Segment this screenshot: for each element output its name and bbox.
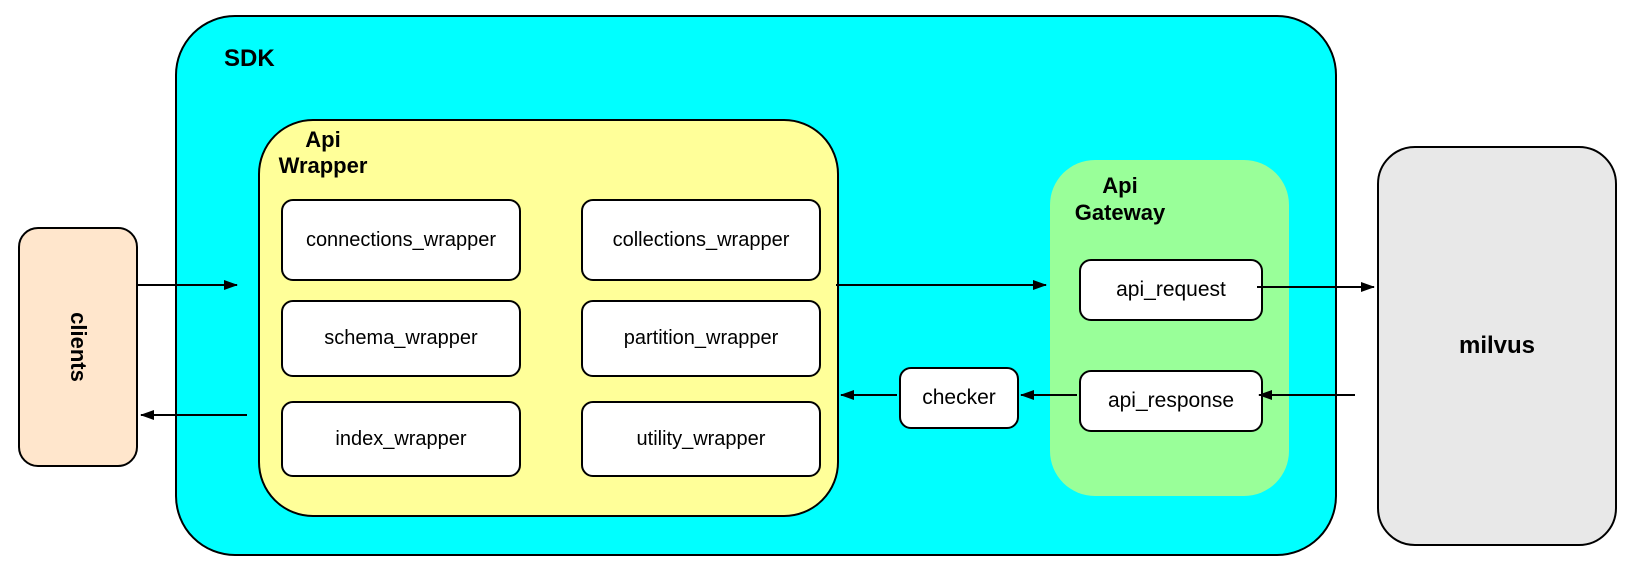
utility-wrapper-node: utility_wrapper (581, 401, 821, 477)
api-request-node: api_request (1079, 259, 1263, 321)
clients-box: clients (18, 227, 138, 467)
schema-wrapper-node: schema_wrapper (281, 300, 521, 377)
collections-wrapper-node: collections_wrapper (581, 199, 821, 281)
api-gateway-label-line1: Api (1102, 173, 1138, 198)
api-wrapper-label: Api Wrapper (260, 127, 386, 179)
partition-wrapper-node: partition_wrapper (581, 300, 821, 377)
api-wrapper-label-line2: Wrapper (278, 153, 368, 178)
api-gateway-label-line2: Gateway (1074, 200, 1166, 225)
api-wrapper-label-line1: Api (305, 127, 341, 152)
api-response-node: api_response (1079, 370, 1263, 432)
api-gateway-label: Api Gateway (1069, 172, 1171, 226)
api-gateway-box: Api Gateway api_request api_response (1050, 160, 1289, 496)
connections-wrapper-node: connections_wrapper (281, 199, 521, 281)
api-wrapper-box: Api Wrapper connections_wrapper collecti… (258, 119, 839, 517)
milvus-box: milvus (1377, 146, 1617, 546)
checker-node: checker (899, 367, 1019, 429)
clients-label: clients (65, 312, 91, 382)
index-wrapper-node: index_wrapper (281, 401, 521, 477)
sdk-box: SDK Api Wrapper connections_wrapper coll… (175, 15, 1337, 556)
sdk-label: SDK (224, 45, 275, 72)
